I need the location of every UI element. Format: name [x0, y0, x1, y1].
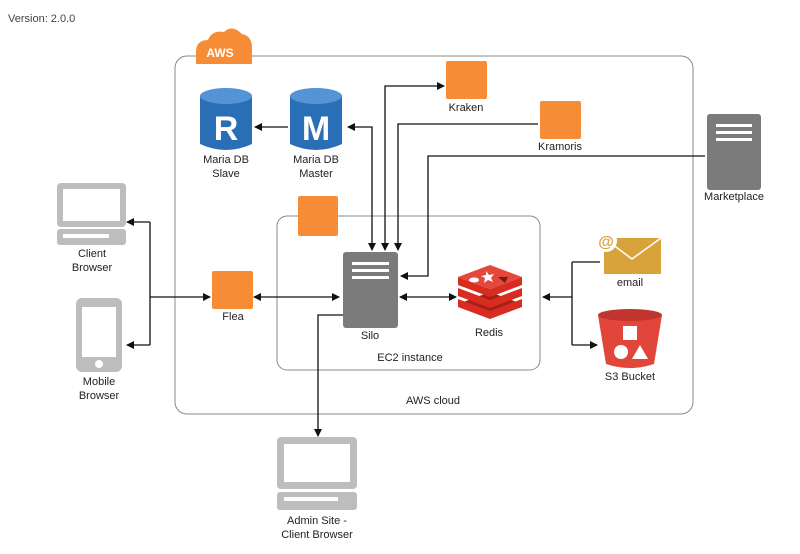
maria-master-label-1: Maria DB	[293, 154, 339, 166]
edge-silo-master	[347, 123, 376, 251]
ec2-instance-label: EC2 instance	[377, 352, 442, 364]
client-browser-label-2: Browser	[72, 262, 113, 274]
connections	[126, 82, 705, 437]
aws-cloud-label: AWS cloud	[406, 395, 460, 407]
server-icon	[343, 252, 398, 328]
maria-db-master-node[interactable]: M Maria DB Master	[290, 88, 342, 180]
redis-icon	[458, 265, 522, 319]
mobile-browser-node[interactable]: Mobile Browser	[76, 298, 122, 402]
client-browser-label-1: Client	[78, 248, 106, 260]
desktop-computer-icon	[277, 437, 357, 510]
flea-label: Flea	[222, 311, 244, 323]
marketplace-node[interactable]: Marketplace	[704, 114, 764, 203]
db-letter-r: R	[214, 110, 239, 148]
kraken-icon	[446, 61, 487, 99]
kramoris-label: Kramoris	[538, 141, 583, 153]
kraken-node[interactable]: Kraken	[446, 61, 487, 114]
maria-slave-label-1: Maria DB	[203, 154, 249, 166]
maria-master-label-2: Master	[299, 168, 333, 180]
envelope-icon: @	[595, 230, 662, 274]
kramoris-node[interactable]: Kramoris	[538, 101, 583, 153]
s3-bucket-node[interactable]: S3 Bucket	[598, 309, 662, 383]
aws-logo-icon: AWS	[196, 28, 252, 65]
redis-label: Redis	[475, 327, 504, 339]
marketplace-label: Marketplace	[704, 191, 764, 203]
mobile-browser-label-2: Browser	[79, 390, 120, 402]
aws-badge-label: AWS	[206, 46, 233, 60]
email-node[interactable]: @ email	[595, 230, 662, 289]
server-icon	[707, 114, 761, 190]
silo-node[interactable]: Silo	[343, 252, 398, 342]
admin-site-label-2: Client Browser	[281, 529, 353, 541]
kramoris-icon	[540, 101, 581, 139]
client-browser-node[interactable]: Client Browser	[57, 183, 126, 274]
aws-cloud-container	[174, 55, 694, 415]
admin-site-label-1: Admin Site -	[287, 515, 347, 527]
version-label: Version: 2.0.0	[8, 13, 75, 25]
at-symbol: @	[598, 234, 614, 251]
admin-site-node[interactable]: Admin Site - Client Browser	[277, 437, 357, 541]
ec2-instance-icon	[298, 196, 338, 236]
email-label: email	[617, 277, 643, 289]
edge-kramoris-silo	[394, 123, 538, 251]
db-letter-m: M	[302, 110, 330, 148]
database-icon: R	[200, 88, 252, 150]
s3-bucket-label: S3 Bucket	[605, 371, 655, 383]
mobile-phone-icon	[76, 298, 122, 372]
maria-db-slave-node[interactable]: R Maria DB Slave	[200, 88, 252, 180]
mobile-browser-label-1: Mobile	[83, 376, 115, 388]
edge-silo-kraken	[381, 82, 445, 251]
maria-slave-label-2: Slave	[212, 168, 240, 180]
redis-node[interactable]: Redis	[458, 265, 522, 339]
flea-icon	[212, 271, 253, 309]
flea-node[interactable]: Flea	[212, 271, 253, 323]
kraken-label: Kraken	[449, 102, 484, 114]
edge-marketplace-silo	[400, 155, 705, 280]
desktop-computer-icon	[57, 183, 126, 245]
silo-label: Silo	[361, 330, 379, 342]
bucket-icon	[598, 309, 662, 368]
edge-silo-admin	[314, 314, 345, 437]
database-icon: M	[290, 88, 342, 150]
